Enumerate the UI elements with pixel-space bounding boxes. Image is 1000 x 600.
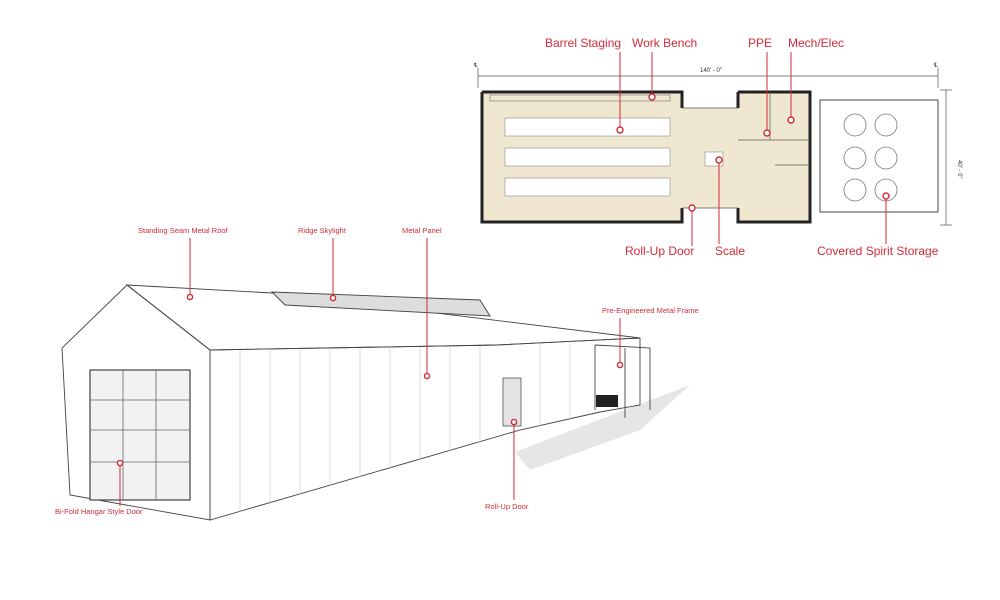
- callout-metal-panel-marker: [423, 372, 431, 380]
- callout-roll-up-door-plan: Roll-Up Door: [625, 244, 694, 258]
- metal-panel-lines: [239, 341, 571, 512]
- callout-bi-fold-door-marker: [116, 459, 124, 467]
- building-perspective: Standing Seam Metal Roof Ridge Skylight …: [55, 226, 699, 521]
- pre-engineered-frame: [594, 344, 651, 418]
- callout-pre-engineered-frame: Pre-Engineered Metal Frame: [602, 306, 699, 315]
- callout-barrel-staging-marker: [616, 126, 624, 134]
- canopy-shadow-block: [596, 395, 618, 407]
- roll-up-door: [502, 377, 522, 427]
- callout-ridge-skylight: Ridge Skylight: [298, 226, 347, 235]
- depth-dimension: 40' - 0": [956, 160, 962, 179]
- callout-barrel-staging: Barrel Staging: [545, 36, 621, 50]
- floor-plan: 140' - 0" ℄ ℄ 40' - 0": [473, 36, 962, 258]
- callout-metal-panel: Metal Panel: [402, 226, 442, 235]
- barrel-rows: [504, 117, 671, 197]
- covered-spirit-storage-area: [819, 99, 939, 213]
- callout-pre-engineered-frame-marker: [616, 361, 624, 369]
- callout-roll-up-door-perspective-marker: [510, 418, 518, 426]
- service-rooms-floor: [738, 92, 810, 222]
- bi-fold-hangar-door: [89, 369, 191, 501]
- callout-roll-up-door-perspective: Roll-Up Door: [485, 502, 529, 511]
- callout-standing-seam-roof: Standing Seam Metal Roof: [138, 226, 229, 235]
- callout-mech-elec: Mech/Elec: [788, 36, 844, 50]
- callout-ppe: PPE: [748, 36, 772, 50]
- ground-shadow: [515, 385, 690, 470]
- callout-ridge-skylight-marker: [329, 294, 337, 302]
- callout-ppe-marker: [763, 129, 771, 137]
- callout-work-bench-marker: [648, 93, 656, 101]
- callout-mech-elec-marker: [787, 116, 795, 124]
- service-walls: [736, 90, 812, 224]
- callout-roll-up-door-plan-marker: [688, 204, 696, 212]
- side-wall: [209, 337, 641, 521]
- gridline-symbol-right: ℄: [933, 63, 938, 69]
- ridge-skylight: [270, 291, 491, 317]
- callout-bi-fold-door: Bi-Fold Hangar Style Door: [55, 507, 143, 516]
- roof: [125, 284, 641, 351]
- work-bench: [489, 94, 671, 102]
- callout-scale-marker: [715, 156, 723, 164]
- callout-standing-seam-roof-marker: [186, 293, 194, 301]
- callout-covered-spirit-storage-marker: [882, 192, 890, 200]
- gridline-symbol-left: ℄: [473, 63, 478, 69]
- barrel-hall-walls: [480, 90, 684, 224]
- callout-scale: Scale: [715, 244, 745, 258]
- width-dimension: 140' - 0": [700, 68, 722, 74]
- callout-covered-spirit-storage: Covered Spirit Storage: [817, 244, 939, 258]
- gable-end-wall: [61, 284, 211, 521]
- callout-work-bench: Work Bench: [632, 36, 697, 50]
